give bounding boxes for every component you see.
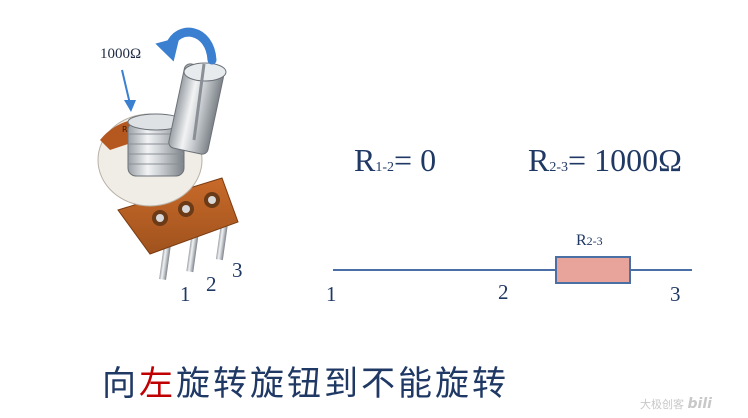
- solder-pads: [152, 192, 220, 226]
- equation-r23: R2-3= 1000Ω: [528, 142, 682, 178]
- bilibili-logo: bili: [687, 396, 712, 412]
- pin-label-3: 3: [232, 258, 243, 282]
- pin-label-2: 2: [206, 272, 217, 296]
- resistance-label: 1000Ω: [100, 46, 142, 62]
- pin-label-1: 1: [180, 282, 191, 306]
- resistor-r23: [555, 256, 631, 284]
- pot-body-marking: R4: [122, 125, 133, 134]
- node-label-1: 1: [326, 282, 337, 306]
- equation-r12: R1-2= 0: [354, 142, 437, 178]
- potentiometer-illustration: R4: [97, 27, 239, 280]
- node-label-3: 3: [670, 282, 681, 306]
- node-label-2: 2: [498, 280, 509, 304]
- watermark: 大极创客 bili: [640, 396, 712, 412]
- caption: 向左旋转旋钮到不能旋转: [102, 364, 509, 404]
- resistor-label: R2-3: [576, 232, 603, 249]
